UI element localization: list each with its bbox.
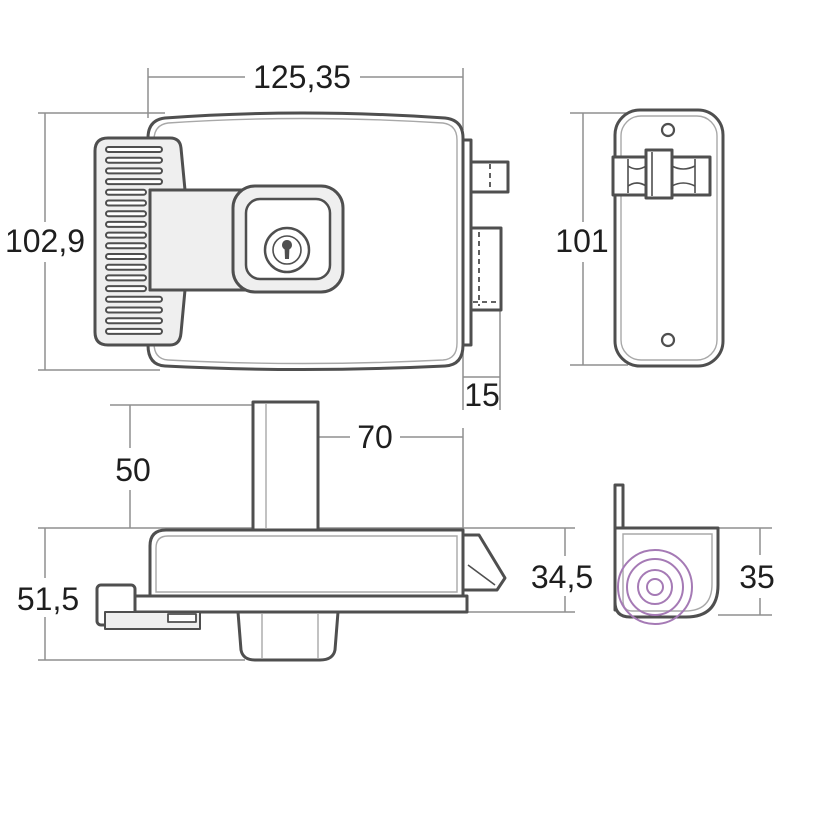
cylinder-ring	[626, 558, 684, 616]
grille-slot	[105, 231, 147, 239]
end-depth-dimension	[718, 527, 772, 616]
cylinder-ring	[637, 569, 673, 605]
base-plate	[133, 594, 469, 614]
body-top-inner-edge	[155, 535, 458, 593]
deadbolt-top	[251, 400, 320, 532]
grille-slot	[105, 146, 163, 153]
bolt-offset-label: 70	[357, 419, 393, 455]
total-depth-label: 51,5	[17, 581, 79, 617]
grille-slot	[105, 263, 147, 271]
top-view: 50 70 51,5 34,5	[17, 400, 593, 662]
front-view: 125,35 102,9 15	[5, 59, 510, 413]
handle-band	[148, 188, 247, 292]
top-view-dimensions	[38, 404, 575, 661]
end-depth-label: 35	[739, 559, 775, 595]
handle-grille	[105, 146, 163, 335]
cylinder-projection	[236, 610, 340, 662]
lock-body-inner-edge	[153, 117, 458, 365]
mounting-hole-bottom	[660, 332, 676, 348]
bracket-spring	[627, 165, 647, 187]
side-body	[613, 108, 725, 368]
grille-slot	[105, 285, 147, 293]
grille-slot	[105, 242, 147, 250]
grille-slot	[105, 220, 147, 228]
bracket-center-block	[644, 148, 674, 200]
bracket-spring	[671, 165, 696, 187]
latch-label: 15	[464, 377, 500, 413]
key-cylinder-ring	[272, 235, 302, 265]
side-body-inner-edge	[620, 115, 718, 361]
grille-slot	[105, 317, 163, 325]
body-top	[148, 528, 465, 600]
keyhole-icon	[281, 240, 292, 259]
front-height-label: 102,9	[5, 223, 85, 259]
grille-slot	[105, 188, 147, 196]
grille-slot	[105, 253, 147, 260]
bolt-length-label: 50	[115, 452, 151, 488]
side-view: 101	[555, 108, 725, 368]
grille-slot	[105, 327, 163, 335]
latch-wedge-edge	[467, 564, 496, 586]
grille-slot	[105, 199, 147, 207]
grille-slot	[105, 306, 163, 314]
body-depth-label: 34,5	[531, 559, 593, 595]
grille-slot	[105, 167, 163, 175]
handle-clip	[167, 613, 197, 623]
end-view: 35	[613, 483, 775, 625]
side-height-dimension	[570, 112, 628, 366]
front-width-dimension	[147, 68, 464, 130]
grille-slot	[105, 178, 163, 186]
cylinder-ring-inner	[646, 578, 664, 596]
front-width-label: 125,35	[253, 59, 351, 95]
mounting-hole-top	[660, 122, 676, 138]
latch-bolt	[469, 226, 503, 312]
front-height-dimension	[38, 112, 165, 371]
latch-wedge	[461, 533, 507, 592]
cylinder-ring-outer	[617, 549, 693, 625]
grille-slot	[105, 210, 147, 218]
grille-slot	[105, 274, 147, 282]
latch-dimension	[462, 310, 501, 410]
grille-slot	[105, 156, 163, 164]
grille-slot	[105, 295, 163, 303]
side-height-label: 101	[555, 223, 608, 259]
